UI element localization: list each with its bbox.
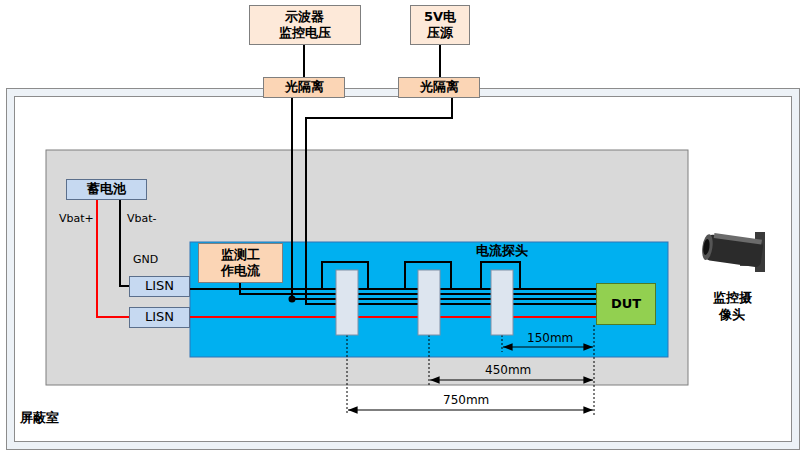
node-label: 屏蔽室 <box>20 410 59 426</box>
battery-box: 蓄电池 <box>66 179 147 200</box>
node-label: LISN <box>145 278 174 294</box>
power-supply-box: 5V电 压源 <box>410 5 470 45</box>
current-probe <box>336 270 513 335</box>
node-label: DUT <box>611 296 641 312</box>
shielded-room: 屏蔽室 蓄电池监测工 作电流 LISN LISN DUT <box>6 88 800 450</box>
dimension-label: 750mm <box>443 393 489 407</box>
camera-label: 监控摄 像头 <box>711 290 754 324</box>
dut-box: DUT <box>596 283 656 325</box>
node-label: 监测工 作电流 <box>218 247 262 280</box>
node-label: 蓄电池 <box>87 181 126 197</box>
optical-isolator: 光隔离 <box>398 77 480 98</box>
signal-label: Vbat- <box>127 212 157 225</box>
wire-connector <box>292 98 596 299</box>
lisn-box: LISN <box>129 307 190 328</box>
dimension-label: 450mm <box>485 363 531 377</box>
camera-icon <box>701 232 765 272</box>
dimension-arrow <box>348 347 593 410</box>
oscilloscope-box: 示波器 监控电压 <box>249 5 361 45</box>
test-table <box>46 150 688 385</box>
dimension-label: 150mm <box>527 331 573 345</box>
signal-label: Vbat+ <box>58 212 95 225</box>
node-label: 示波器 监控电压 <box>277 9 333 42</box>
wire-connector <box>190 316 596 318</box>
node-label: 光隔离 <box>420 79 459 95</box>
node-label: 光隔离 <box>285 79 324 95</box>
dimension-extension <box>347 325 594 415</box>
junction-dot <box>289 296 296 303</box>
wire-connector <box>190 288 596 290</box>
signal-label: GND <box>133 253 158 266</box>
node-label: LISN <box>145 309 174 325</box>
current-monitor-box: 监测工 作电流 <box>198 243 283 283</box>
wire-connector <box>97 200 129 317</box>
part-label: 电流探头 <box>476 243 528 259</box>
node-label: 5V电 压源 <box>419 9 461 42</box>
wire-connector <box>303 45 305 77</box>
optical-isolator: 光隔离 <box>263 77 345 98</box>
lisn-box: LISN <box>129 276 190 297</box>
wire-connector <box>439 45 441 77</box>
